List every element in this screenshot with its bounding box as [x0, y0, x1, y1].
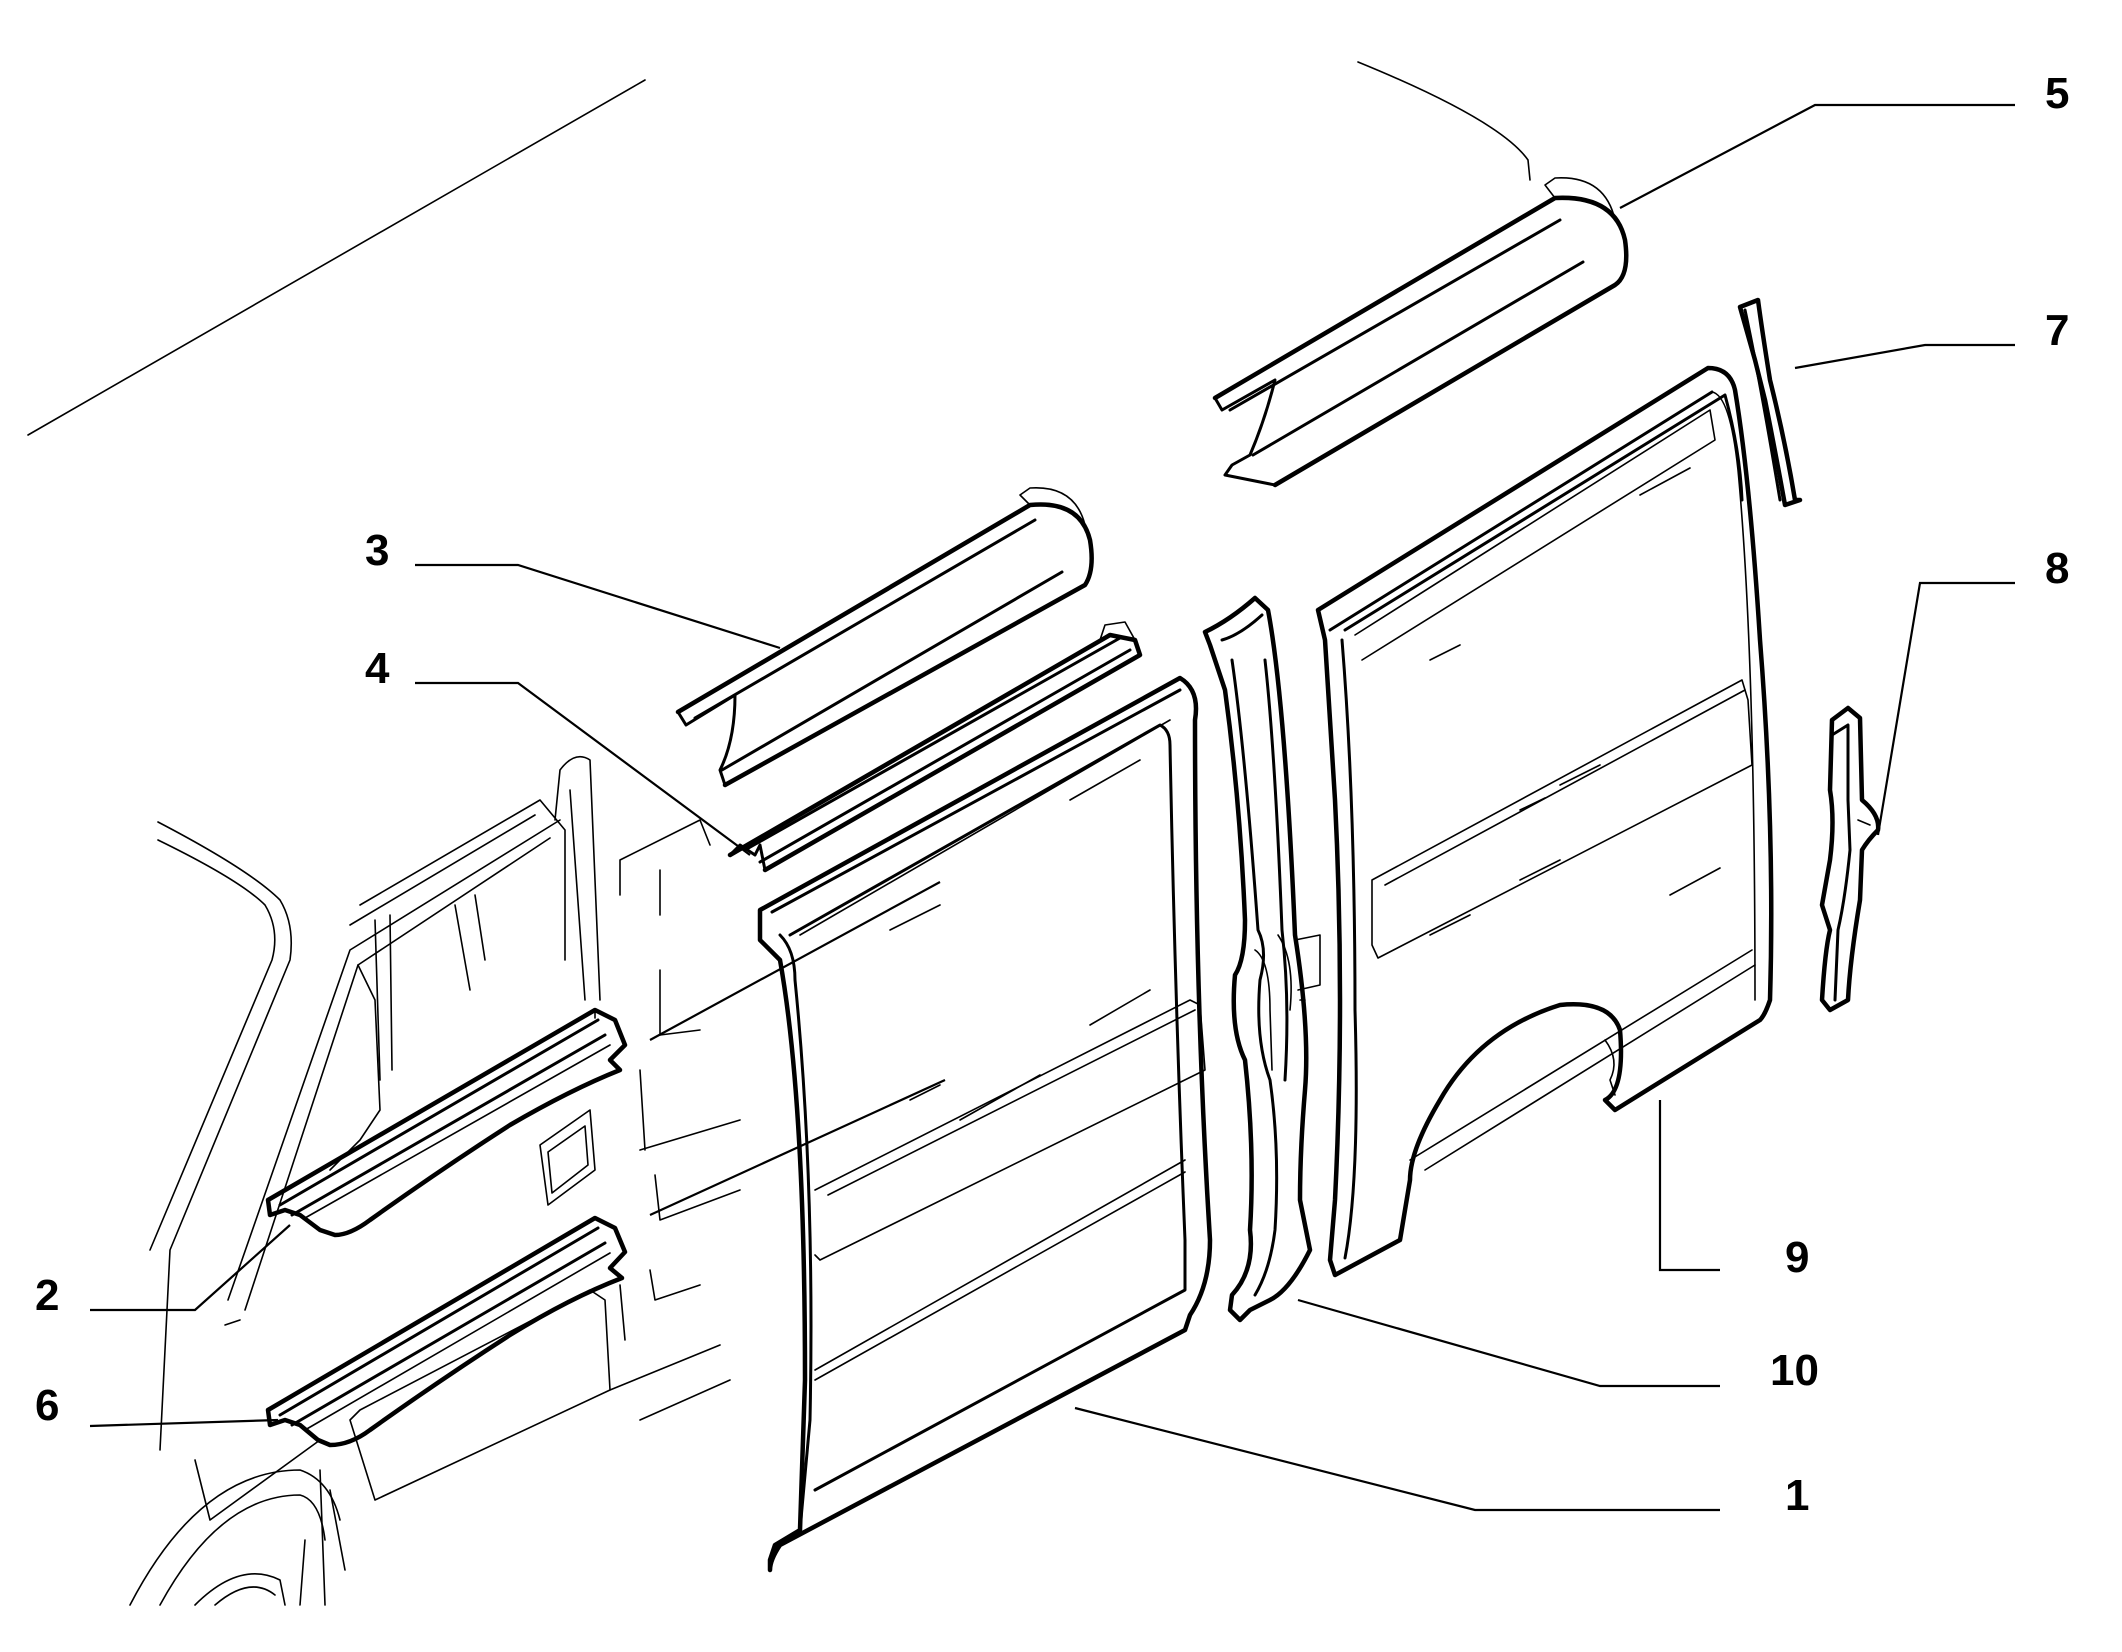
part-2-sill-strip-upper [265, 1007, 628, 1238]
callout-3: 3 [365, 526, 389, 575]
leader-1 [1074, 1406, 1720, 1512]
callout-1: 1 [1785, 1471, 1809, 1520]
leader-door-lower [649, 1078, 946, 1217]
leader-7 [1794, 343, 2015, 370]
callout-7: 7 [2045, 306, 2069, 355]
callout-10: 10 [1770, 1346, 1819, 1395]
callout-5: 5 [2045, 69, 2069, 118]
leader-5 [1619, 103, 2015, 209]
part-6-sill-strip-lower [265, 1215, 628, 1448]
part-10-b-pillar [1202, 595, 1321, 1323]
callout-4: 4 [365, 644, 390, 693]
callout-8: 8 [2045, 544, 2069, 593]
van-body-outline [27, 61, 1531, 1606]
leader-door-upper [649, 881, 941, 1041]
callout-6: 6 [35, 1381, 59, 1430]
leader-2 [90, 1224, 291, 1312]
part-7-rear-corner-strip [1737, 297, 1803, 508]
part-5-roof-rail-rear [1212, 177, 1629, 488]
part-9-rear-side-panel [1315, 365, 1774, 1278]
leader-4 [415, 681, 751, 856]
callout-labels: 5 7 3 8 4 9 2 10 6 1 [35, 69, 2069, 1520]
leader-3 [415, 563, 781, 650]
leader-9 [1658, 1100, 1720, 1272]
leader-10 [1297, 1298, 1720, 1388]
leader-6 [89, 1418, 279, 1428]
callout-2: 2 [35, 1271, 59, 1320]
callout-9: 9 [1785, 1233, 1809, 1282]
part-4-rail-strip [727, 621, 1143, 873]
part-1-front-side-panel [757, 675, 1213, 1573]
part-8-rear-pillar-piece [1819, 705, 1881, 1013]
part-3-roof-rail-front [675, 487, 1094, 788]
leader-lines [89, 103, 2015, 1512]
leader-8 [1876, 581, 2015, 836]
